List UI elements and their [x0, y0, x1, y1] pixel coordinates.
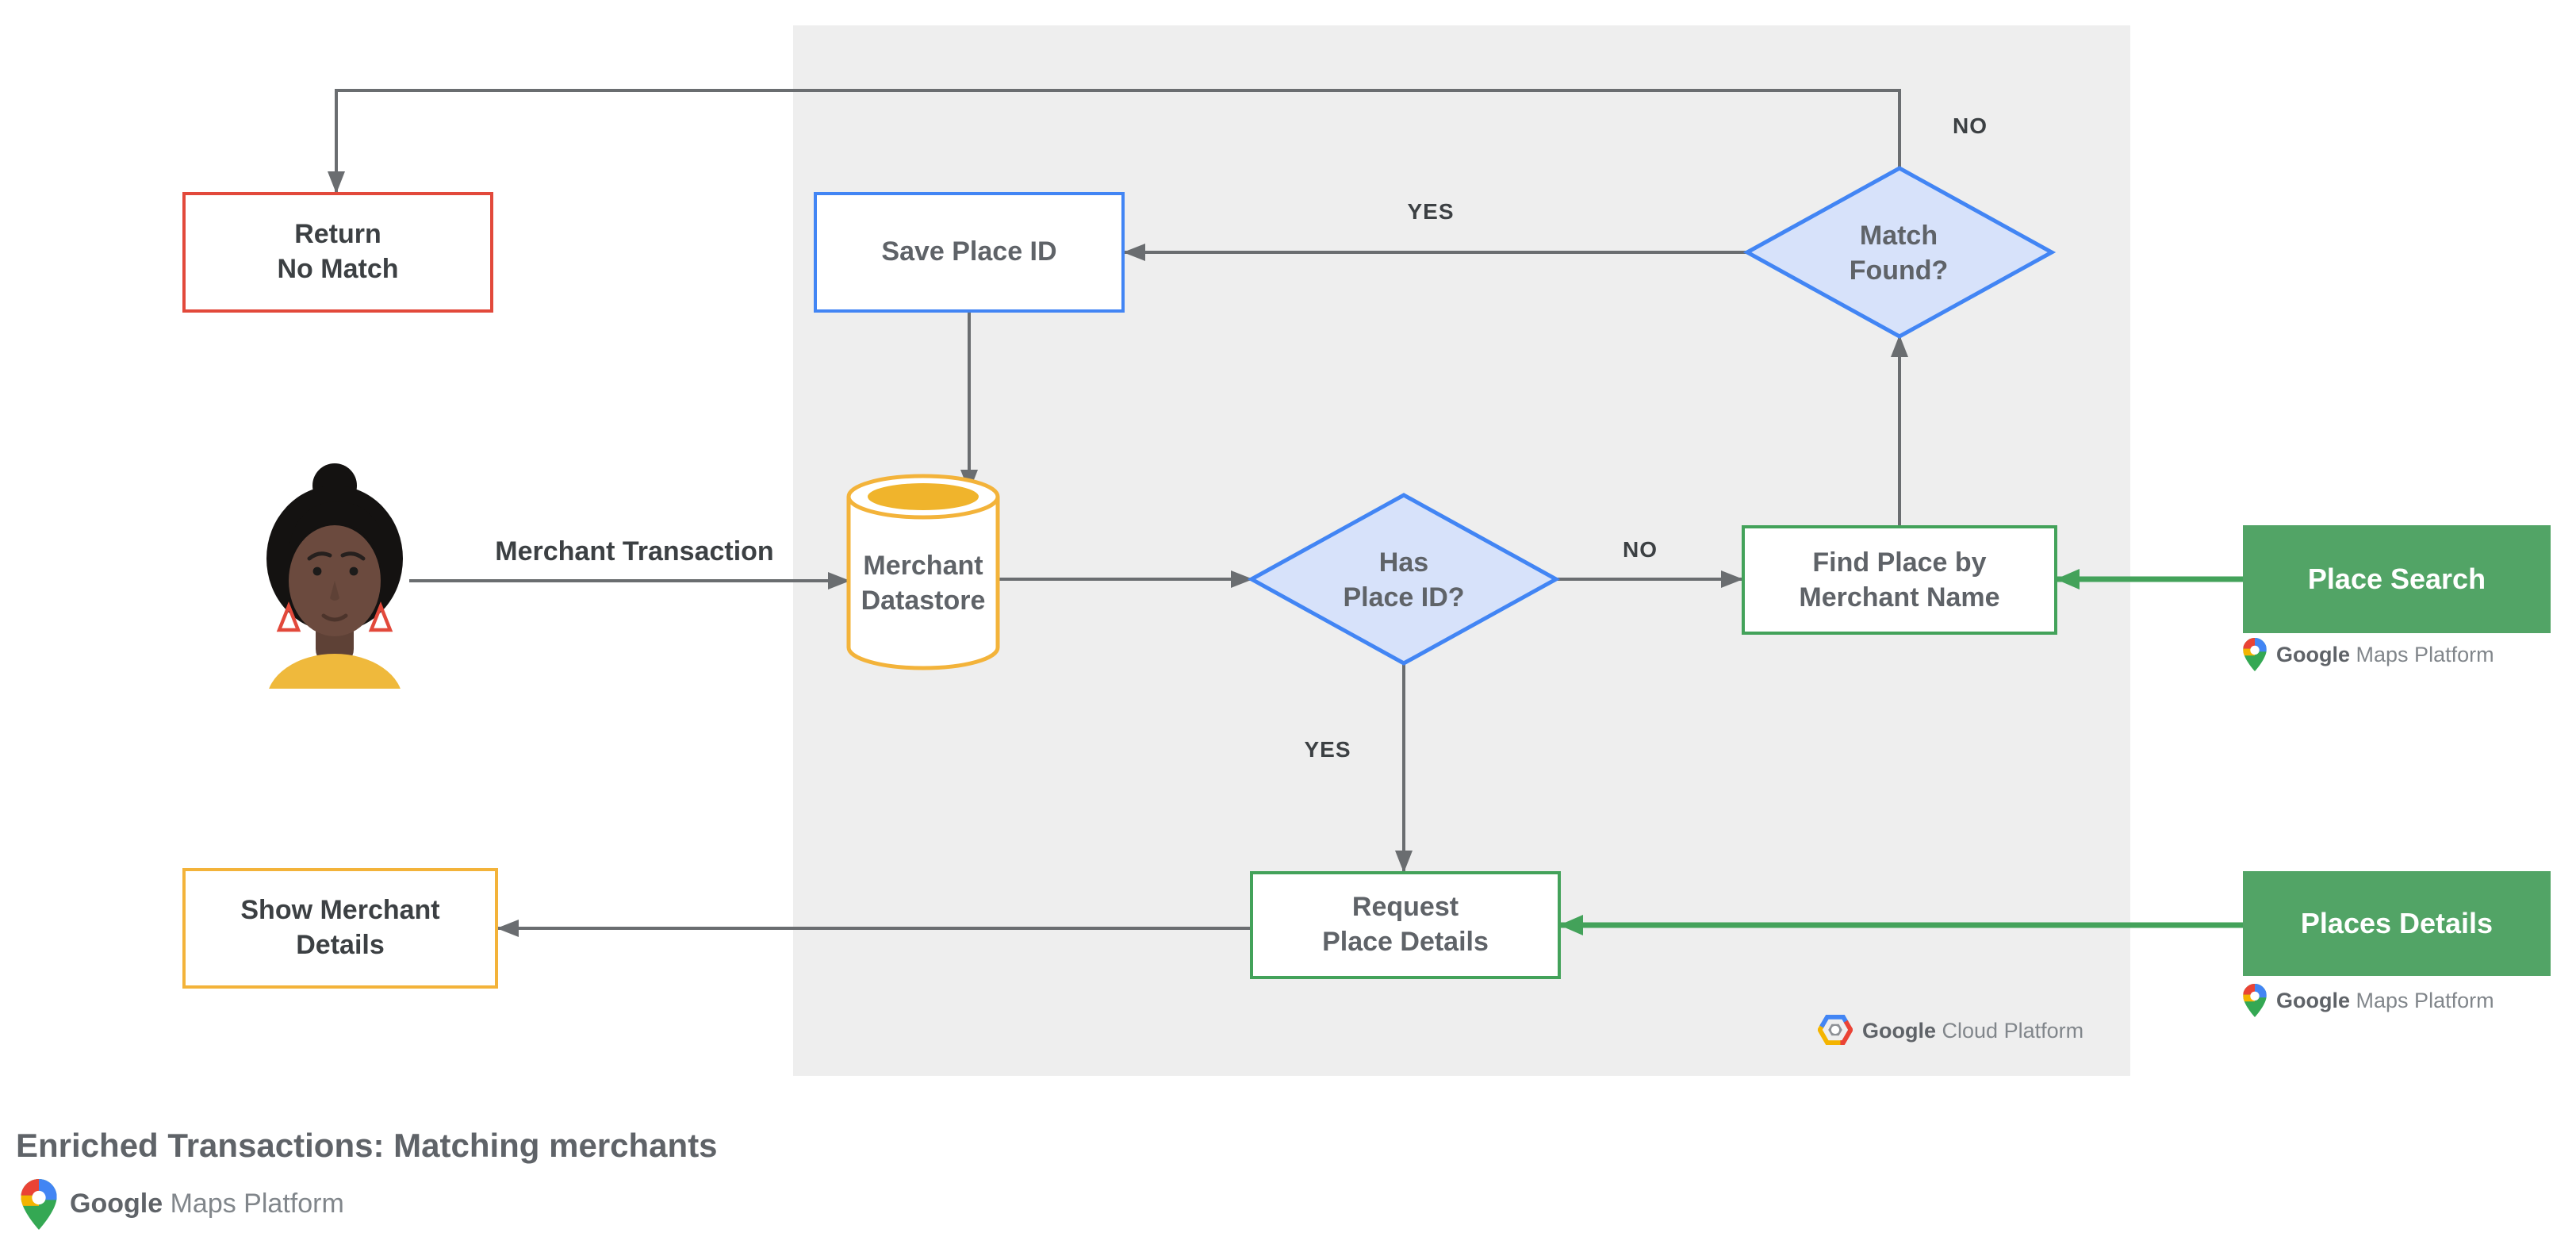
- merchant-datastore-label: Merchant Datastore: [861, 551, 986, 616]
- logo-brand-text: Google: [70, 1189, 163, 1219]
- request-place-details-box: Request Place Details: [1250, 871, 1561, 979]
- match-found-yes-label: YES: [1407, 198, 1455, 224]
- google-maps-pin-icon: [21, 1179, 57, 1230]
- find-place-label-line1: Find Place by: [1812, 547, 1987, 577]
- return-no-match-label-line2: No Match: [277, 254, 399, 284]
- show-merchant-details-label-line1: Show Merchant: [240, 895, 440, 925]
- merchant-transaction-edge-label: Merchant Transaction: [495, 536, 774, 566]
- google-cloud-hexagon-icon: [1818, 1015, 1853, 1045]
- show-merchant-details-box: Show Merchant Details: [182, 868, 498, 989]
- logo-product-text: Maps Platform: [2356, 989, 2494, 1012]
- logo-product-text: Maps Platform: [170, 1189, 344, 1219]
- logo-product-text: Cloud Platform: [1942, 1018, 2084, 1042]
- place-search-label: Place Search: [2307, 563, 2486, 594]
- has-place-id-yes-label: YES: [1304, 736, 1351, 762]
- maps-platform-logo: Google Maps Platform: [21, 1179, 344, 1230]
- cloud-platform-logo: Google Cloud Platform: [1818, 1014, 2083, 1046]
- save-place-id-label: Save Place ID: [881, 236, 1057, 267]
- save-place-id-box: Save Place ID: [814, 192, 1125, 313]
- places-details-label: Places Details: [2300, 907, 2494, 939]
- google-maps-pin-icon: [2243, 984, 2267, 1017]
- maps-platform-logo: Google Maps Platform: [2243, 638, 2494, 671]
- match-found-diamond: [1742, 166, 2057, 339]
- return-no-match-box: Return No Match: [182, 192, 493, 313]
- google-maps-pin-icon: [2243, 638, 2267, 671]
- request-place-details-label-line2: Place Details: [1322, 927, 1489, 957]
- database-cylinder-icon: [846, 474, 1000, 670]
- has-place-id-label: Has Place ID?: [1343, 547, 1465, 613]
- logo-brand-text: Google: [1862, 1018, 1936, 1042]
- show-merchant-details-label-line2: Details: [296, 930, 385, 960]
- places-details-api-box: Places Details: [2243, 871, 2551, 976]
- return-no-match-label-line1: Return: [294, 219, 381, 249]
- match-found-label: Match Found?: [1849, 221, 1949, 286]
- place-search-api-box: Place Search: [2243, 525, 2551, 633]
- has-place-id-no-label: NO: [1623, 536, 1658, 562]
- find-place-box: Find Place by Merchant Name: [1742, 525, 2057, 635]
- request-place-details-label-line1: Request: [1351, 892, 1459, 922]
- edge-match-found-no: [328, 89, 1901, 194]
- has-place-id-diamond: [1247, 493, 1561, 666]
- maps-platform-logo: Google Maps Platform: [2243, 984, 2494, 1017]
- woman-avatar-icon: [266, 463, 403, 689]
- logo-brand-text: Google: [2276, 989, 2350, 1012]
- match-found-no-label: NO: [1953, 113, 1988, 138]
- find-place-label-line2: Merchant Name: [1799, 582, 2000, 612]
- logo-product-text: Maps Platform: [2356, 643, 2494, 666]
- logo-brand-text: Google: [2276, 643, 2350, 666]
- diagram-title: Enriched Transactions: Matching merchant…: [16, 1128, 718, 1165]
